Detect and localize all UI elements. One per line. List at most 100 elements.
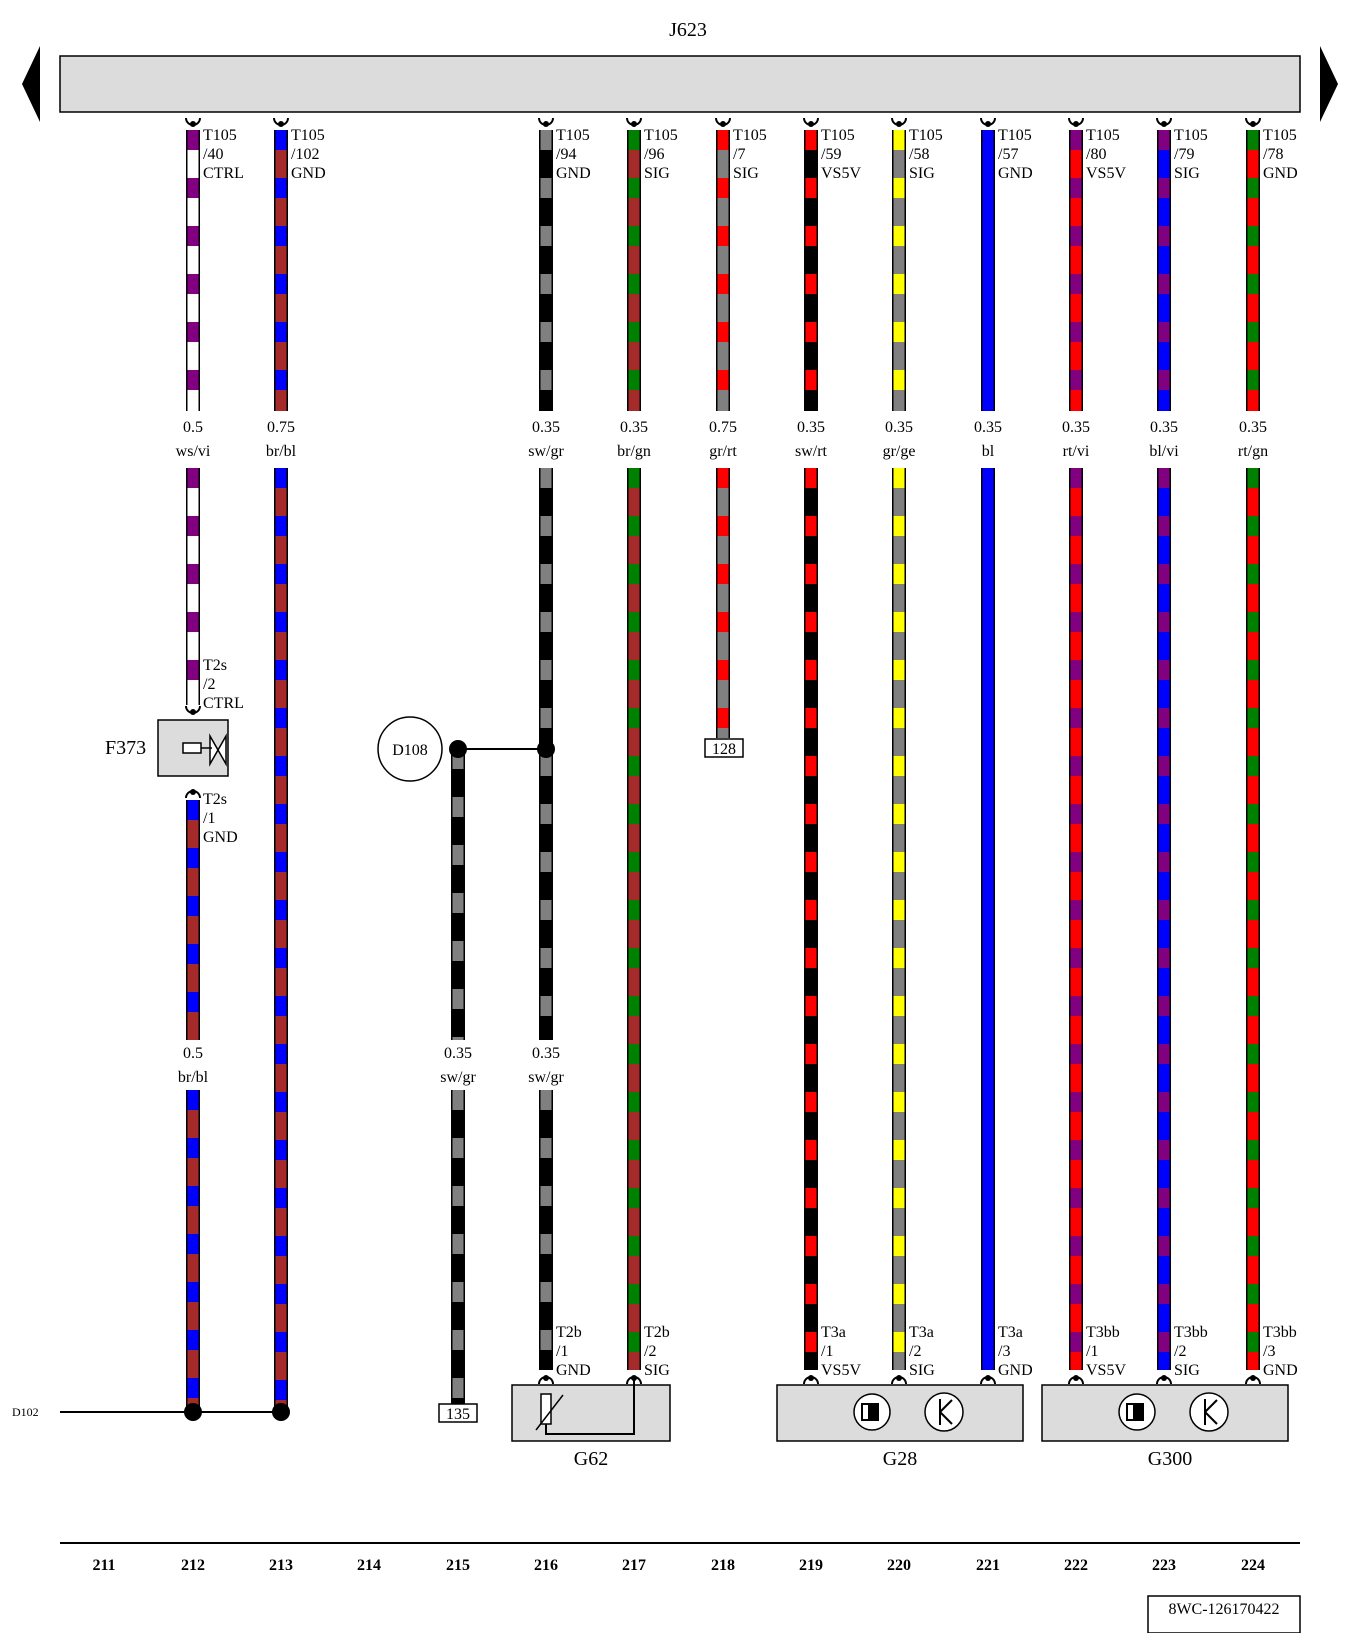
- comp-pin-223-conn: T3bb: [1174, 1324, 1208, 1341]
- ecu-pin-218-sig: SIG: [733, 165, 759, 182]
- ecu-pin-216-pin: /94: [556, 146, 576, 163]
- ref-135[interactable]: 135: [438, 1403, 478, 1423]
- g62-body: [511, 1384, 671, 1442]
- comp-pin-223-pin: /2: [1174, 1343, 1186, 1360]
- d108-label: D108: [392, 742, 428, 759]
- ecu-pin-219-pin: /59: [821, 146, 841, 163]
- g300-label: G300: [1148, 1448, 1192, 1470]
- lower-wire-size-216: 0.35: [532, 1045, 560, 1062]
- column-number-222: 222: [1064, 1557, 1088, 1574]
- lower-wire-size-212: 0.5: [183, 1045, 203, 1062]
- column-number-214: 214: [357, 1557, 381, 1574]
- column-number-223: 223: [1152, 1557, 1176, 1574]
- wire-color-220: gr/ge: [883, 443, 916, 460]
- wire-size-224: 0.35: [1239, 419, 1267, 436]
- wire-color-224: rt/gn: [1238, 443, 1268, 460]
- comp-pin-217-conn: T2b: [644, 1324, 670, 1341]
- d102-node-212: [184, 1403, 202, 1421]
- doc-code-label: 8WC-126170422: [1168, 1601, 1279, 1618]
- ecu-pin-218-pin: /7: [733, 146, 745, 163]
- comp-pin-219-sig: VS5V: [821, 1362, 861, 1379]
- comp-pin-224-conn: T3bb: [1263, 1324, 1297, 1341]
- ecu-bar-left-arrow: [22, 46, 40, 122]
- comp-pin-216-conn: T2b: [556, 1324, 582, 1341]
- column-number-219: 219: [799, 1557, 823, 1574]
- comp-pin-219-pin: /1: [821, 1343, 833, 1360]
- lower-wire-color-215: sw/gr: [440, 1069, 476, 1086]
- d108-junction[interactable]: D108: [377, 716, 555, 782]
- column-number-215: 215: [446, 1557, 470, 1574]
- wire-size-219: 0.35: [797, 419, 825, 436]
- component-g300[interactable]: G300: [1041, 1384, 1289, 1470]
- wire-specs-layer: 0.5 ws/vi 0.75 br/bl 0.35 sw/gr 0.35 br/gn 0.75 g…: [176, 419, 1268, 1086]
- g28-transistor-icon: [924, 1392, 964, 1432]
- wire-size-216: 0.35: [532, 419, 560, 436]
- ecu-name: J623: [669, 19, 707, 41]
- comp-pin-224-pin: /3: [1263, 1343, 1275, 1360]
- column-number-212: 212: [181, 1557, 205, 1574]
- column-number-220: 220: [887, 1557, 911, 1574]
- ecu-pin-219-conn: T105: [821, 127, 855, 144]
- comp-pin-220-pin: /2: [909, 1343, 921, 1360]
- comp-pin-221-pin: /3: [998, 1343, 1010, 1360]
- ecu-pin-217-pin: /96: [644, 146, 664, 163]
- g300-body: [1041, 1384, 1289, 1442]
- wire-size-213: 0.75: [267, 419, 295, 436]
- column-number-211: 211: [92, 1557, 115, 1574]
- component-g28[interactable]: G28: [776, 1384, 1024, 1470]
- ecu-pin-224-sig: GND: [1263, 165, 1298, 182]
- wire-size-218: 0.75: [709, 419, 737, 436]
- ecu-pin-220-sig: SIG: [909, 165, 935, 182]
- lower-wire-size-215: 0.35: [444, 1045, 472, 1062]
- wire-size-222: 0.35: [1062, 419, 1090, 436]
- f373-coil-icon: [182, 742, 202, 754]
- ecu-pin-222-sig: VS5V: [1086, 165, 1126, 182]
- ecu-pin-223-pin: /79: [1174, 146, 1194, 163]
- component-pins-layer: T2b/1GNDT2b/2SIGT3a/1VS5VT3a/2SIGT3a/3GN…: [538, 1324, 1298, 1385]
- ecu-pin-222-pin: /80: [1086, 146, 1106, 163]
- ecu-pin-220-conn: T105: [909, 127, 943, 144]
- wire-color-213: br/bl: [266, 443, 297, 460]
- ecu-pin-212-pin: /40: [203, 146, 223, 163]
- wires-layer: [186, 130, 1260, 1412]
- column-number-213: 213: [269, 1557, 293, 1574]
- g28-label: G28: [883, 1448, 917, 1470]
- lower-wire-color-216: sw/gr: [528, 1069, 564, 1086]
- comp-pin-223-sig: SIG: [1174, 1362, 1200, 1379]
- f373-bottom-conn: T2s: [203, 791, 227, 808]
- wire-size-221: 0.35: [974, 419, 1002, 436]
- component-g62[interactable]: G62: [511, 1380, 671, 1470]
- ecu-pin-217-sig: SIG: [644, 165, 670, 182]
- ecu-pin-216-conn: T105: [556, 127, 590, 144]
- wire-color-217: br/gn: [617, 443, 651, 460]
- comp-pin-220-sig: SIG: [909, 1362, 935, 1379]
- f373-valve[interactable]: F373 T2s /2 CTRL T2s /1 GND: [105, 657, 244, 846]
- f373-bottom-pin: /1: [203, 810, 215, 827]
- column-number-217: 217: [622, 1557, 646, 1574]
- comp-pin-216-pin: /1: [556, 1343, 568, 1360]
- f373-top-sig: CTRL: [203, 695, 244, 712]
- wire-color-219: sw/rt: [795, 443, 828, 460]
- lower-wire-color-212: br/bl: [178, 1069, 209, 1086]
- f373-top-pin: /2: [203, 676, 215, 693]
- wire-size-223: 0.35: [1150, 419, 1178, 436]
- comp-pin-217-pin: /2: [644, 1343, 656, 1360]
- ecu-pin-218-conn: T105: [733, 127, 767, 144]
- wire-color-223: bl/vi: [1149, 443, 1179, 460]
- comp-pin-216-sig: GND: [556, 1362, 591, 1379]
- g62-label: G62: [574, 1448, 608, 1470]
- comp-pin-224-sig: GND: [1263, 1362, 1298, 1379]
- ecu-bar-body: [59, 55, 1301, 113]
- ecu-pin-213-sig: GND: [291, 165, 326, 182]
- wire-color-212: ws/vi: [176, 443, 211, 460]
- ecu-pin-213-pin: /102: [291, 146, 319, 163]
- ref-128[interactable]: 128: [704, 738, 744, 758]
- comp-pin-222-pin: /1: [1086, 1343, 1098, 1360]
- d108-circle: [377, 716, 443, 782]
- d108-node-left: [449, 740, 467, 758]
- f373-valve-icon: [209, 733, 227, 767]
- g28-body: [776, 1384, 1024, 1442]
- wire-size-217: 0.35: [620, 419, 648, 436]
